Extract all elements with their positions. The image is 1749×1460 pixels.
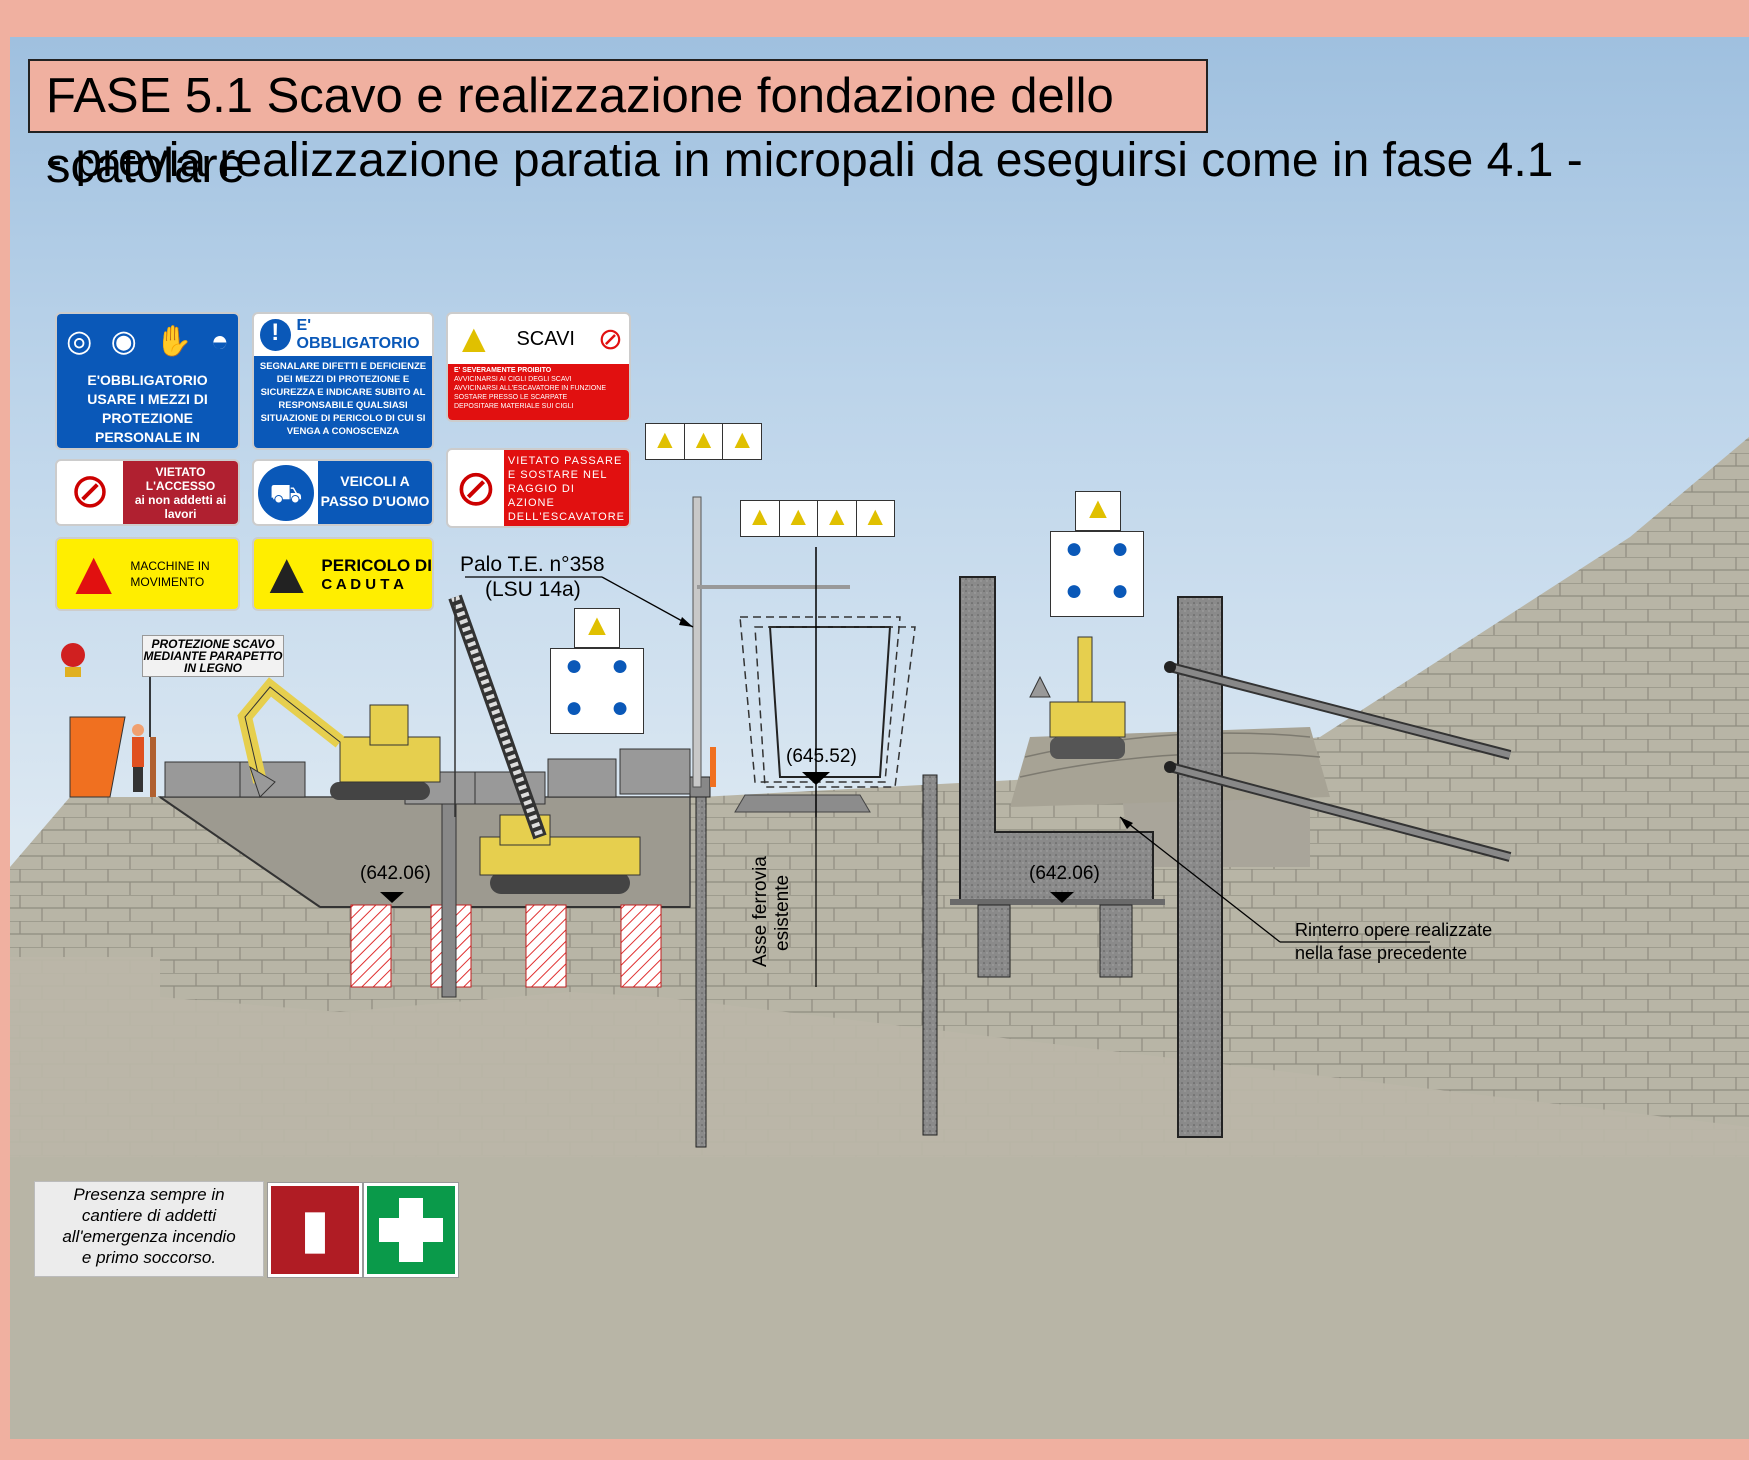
gloves-icon: ●	[1110, 574, 1130, 607]
boots-icon: ◉	[110, 325, 137, 358]
sign-scavi-item: DEPOSITARE MATERIALE SUI CIGLI	[454, 403, 574, 410]
no-entry-icon: ⊘	[597, 322, 623, 356]
gloves-icon: ●	[610, 691, 630, 724]
vest-icon: ●	[564, 691, 584, 724]
warning-triangle-icon: ▲	[1075, 491, 1121, 531]
sign-excavations: ▲ SCAVI ⊘ E' SEVERAMENTE PROIBITO AVVICI…	[446, 312, 631, 422]
truck-icon: ⛟	[258, 465, 314, 521]
excavator-left	[237, 677, 441, 800]
parapet-note-line: MEDIANTE PARAPETTO	[143, 649, 283, 663]
pole-code-label: (LSU 14a)	[485, 578, 581, 601]
sign-ppe: ◎ ◉ ✋ ◓ E'OBBLIGATORIO USARE I MEZZI DI …	[55, 312, 240, 450]
warning-strip-rail: ▲ ▲ ▲ ▲	[740, 500, 895, 537]
construction-diagram: FASE 5.1 Scavo e realizzazione fondazion…	[10, 37, 1749, 1439]
electric-hazard-icon: ▲	[729, 424, 756, 454]
page-title: FASE 5.1 Scavo e realizzazione fondazion…	[28, 59, 1208, 193]
crush-hazard-icon: ▲	[862, 501, 889, 531]
sign-mandatory-title: E' OBBLIGATORIO	[296, 317, 420, 352]
backfill-line: nella fase precedente	[1295, 943, 1468, 963]
emergency-note-line: cantiere di addetti	[81, 1206, 217, 1225]
first-aid-icon	[364, 1183, 458, 1277]
sign-no-access-title: VIETATO L'ACCESSO	[145, 465, 216, 493]
drilling-crane	[448, 594, 641, 894]
falling-person-icon: ▲	[258, 541, 316, 606]
sign-vehicles-text: VEICOLI A PASSO D'UOMO	[318, 461, 432, 524]
sign-no-access-sub: ai non addetti ai lavori	[134, 493, 227, 521]
warning-triangle-icon: ▲	[685, 424, 724, 459]
parapet-note: PROTEZIONE SCAVO MEDIANTE PARAPETTO IN L…	[142, 635, 284, 677]
ear-protection-icon: ◎	[66, 325, 93, 358]
ppe-cluster-mid: ● ● ● ●	[550, 648, 644, 734]
sign-excavator-radius: ⊘ VIETATO PASSARE E SOSTARE NEL RAGGIO D…	[446, 448, 631, 528]
sign-mandatory-text: SEGNALARE DIFETTI E DEFICIENZE DEI MEZZI…	[254, 356, 432, 448]
sign-fall-danger-title: PERICOLO DI	[321, 555, 432, 575]
sign-moving-machines-text: MACCHINE IN MOVIMENTO	[130, 559, 210, 589]
warning-strip-pole: ▲ ▲ ▲	[645, 423, 762, 460]
sign-ppe-text: E'OBBLIGATORIO USARE I MEZZI DI PROTEZIO…	[57, 369, 238, 448]
sign-scavi-item: AVVICINARSI AI CIGLI DEGLI SCAVI	[454, 376, 572, 383]
sign-vehicles: ⛟ VEICOLI A PASSO D'UOMO	[252, 459, 434, 526]
sign-no-access: ⊘ VIETATO L'ACCESSO ai non addetti ai la…	[55, 459, 240, 526]
electric-hazard-icon: ▲	[818, 501, 857, 536]
warning-triangle-icon: ▲	[454, 316, 494, 361]
warning-triangle-icon: ▲	[741, 501, 780, 536]
helmet-icon: ●	[564, 649, 584, 682]
vest-icon: ●	[1064, 574, 1084, 607]
no-hand-icon: ⊘	[69, 465, 111, 518]
left-elevation-label: (642.06)	[360, 863, 431, 884]
fire-extinguisher-icon: ▮	[268, 1183, 362, 1277]
boots-icon: ●	[1110, 532, 1130, 565]
sign-scavi-item: AVVICINARSI ALL'ESCAVATORE IN FUNZIONE	[454, 385, 607, 392]
ppe-cluster-right: ● ● ● ●	[1050, 531, 1144, 617]
parapet-note-line: IN LEGNO	[183, 661, 242, 675]
sign-fall-danger: ▲ PERICOLO DI C A D U T A	[252, 537, 434, 611]
emergency-note-line: all'emergenza incendio	[62, 1227, 236, 1246]
pole-label: Palo T.E. n°358	[460, 553, 605, 576]
rail-axis-line: esistente	[772, 874, 793, 951]
helmet-icon: ●	[1064, 532, 1084, 565]
rail-elevation-label: (645.52)	[786, 746, 857, 767]
sign-scavi-item: SOSTARE PRESSO LE SCARPATE	[454, 394, 568, 401]
rail-axis-line: Asse ferrovia	[750, 856, 771, 967]
warning-triangle-icon: ▲	[63, 539, 125, 608]
backfill-line: Rinterro opere realizzate	[1295, 920, 1493, 940]
boots-icon: ●	[610, 649, 630, 682]
emergency-note: Presenza sempre in cantiere di addetti a…	[34, 1181, 264, 1277]
page-subtitle: - previa realizzazione paratia in microp…	[46, 134, 1583, 187]
helmet-icon: ◓	[210, 324, 229, 358]
excavator-right	[1029, 636, 1126, 759]
parapet-note-line: PROTEZIONE SCAVO	[151, 637, 275, 651]
sign-excavator-radius-text: VIETATO PASSARE E SOSTARE NEL RAGGIO DI …	[503, 450, 629, 526]
sign-fall-danger-sub: C A D U T A	[321, 575, 404, 593]
sign-mandatory: ! E' OBBLIGATORIO SEGNALARE DIFETTI E DE…	[252, 312, 434, 450]
sign-scavi-heading: E' SEVERAMENTE PROIBITO	[454, 367, 552, 374]
warning-triangle-icon: ▲	[780, 501, 818, 536]
emergency-note-line: Presenza sempre in	[73, 1185, 225, 1204]
warning-triangle-icon: ▲	[574, 608, 620, 648]
emergency-note-line: e primo soccorso.	[81, 1248, 217, 1267]
sign-moving-machines: ▲ MACCHINE IN MOVIMENTO	[55, 537, 240, 611]
right-elevation-label: (642.06)	[1029, 863, 1100, 884]
sign-scavi-title: SCAVI	[516, 327, 575, 350]
backfill-label: Rinterro opere realizzate nella fase pre…	[1295, 919, 1492, 965]
rail-axis-label: Asse ferrovia esistente	[750, 856, 794, 967]
warning-triangle-icon: ▲	[646, 424, 685, 459]
exclamation-icon: !	[260, 319, 291, 351]
excavator-prohibition-icon: ⊘	[454, 460, 497, 516]
gloves-icon: ✋	[155, 325, 193, 358]
